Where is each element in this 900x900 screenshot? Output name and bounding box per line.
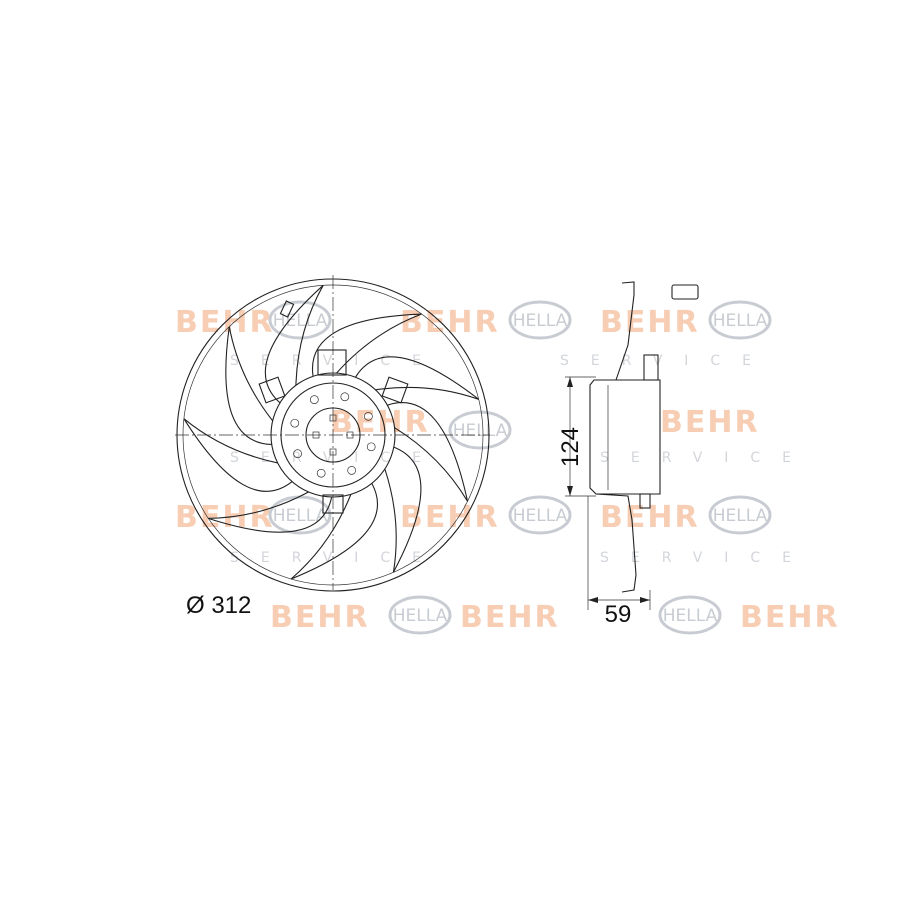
behr-watermark: BEHR	[400, 305, 500, 340]
dimension-124: 124	[557, 376, 596, 497]
service-watermark: SERVICE	[230, 550, 443, 566]
hub-hole	[309, 395, 319, 404]
hub-hole	[290, 418, 300, 428]
behr-watermark: BEHR	[460, 600, 560, 635]
fan-blade	[225, 326, 274, 445]
svg-text:HELLA: HELLA	[663, 606, 718, 626]
service-watermark: SERVICE	[560, 353, 773, 369]
svg-text:HELLA: HELLA	[713, 311, 768, 331]
motor-profile	[596, 379, 661, 495]
behr-watermark: BEHR	[270, 600, 370, 635]
service-watermark: SERVICE	[600, 550, 813, 566]
fan-blade	[354, 356, 480, 400]
motor-housing	[280, 382, 386, 488]
svg-text:HELLA: HELLA	[513, 506, 568, 526]
hub-hole	[316, 468, 326, 478]
shroud-profile	[589, 281, 637, 593]
hella-watermark: HELLA	[508, 495, 572, 535]
fan-blade	[183, 418, 293, 492]
hub-slot	[346, 431, 354, 439]
fan-blade	[387, 402, 469, 502]
hella-watermark: HELLA	[658, 595, 722, 635]
dimension-59: 59	[587, 496, 651, 628]
hella-watermark: HELLA	[708, 300, 772, 340]
behr-watermark: BEHR	[600, 500, 700, 535]
service-watermark: SERVICE	[600, 450, 813, 466]
fan-front-view	[175, 275, 490, 592]
hub-slot	[329, 448, 337, 456]
hella-watermark: HELLA	[448, 410, 512, 450]
mount-tab-left	[258, 376, 286, 404]
hub-hole	[293, 449, 302, 459]
behr-watermark: BEHR	[400, 500, 500, 535]
fan-blades	[183, 284, 480, 580]
fan-blade	[208, 491, 333, 533]
connector-housing	[317, 349, 347, 376]
wire-clip	[279, 300, 295, 318]
fan-side-view	[589, 281, 699, 593]
fan-blade	[311, 313, 422, 377]
hella-watermark: HELLA	[388, 595, 452, 635]
fan-blade	[290, 483, 378, 580]
hella-watermark: HELLA	[708, 495, 772, 535]
hub-slot	[329, 414, 337, 422]
side-connector	[643, 354, 659, 381]
hub-hole	[347, 466, 357, 475]
service-watermark: SERVICE	[230, 353, 443, 369]
plug-detail	[671, 284, 699, 300]
svg-text:HELLA: HELLA	[273, 506, 328, 526]
hella-watermark: HELLA	[508, 300, 572, 340]
mount-tab-bottom	[322, 494, 344, 514]
diameter-label: Ø 312	[186, 592, 251, 619]
depth-dimension-label: 59	[605, 601, 632, 628]
fan-blade	[264, 284, 324, 404]
svg-text:HELLA: HELLA	[513, 311, 568, 331]
side-mount	[639, 493, 651, 509]
behr-watermark: BEHR	[175, 305, 275, 340]
hub-holes	[290, 392, 376, 478]
fan-blade	[384, 446, 422, 573]
service-watermark: SERVICE	[230, 450, 443, 466]
hub-hole	[364, 411, 373, 421]
height-dimension-label: 124	[557, 427, 584, 467]
hub-slot	[312, 431, 320, 439]
behr-watermark: BEHR	[660, 405, 760, 440]
behr-watermark: BEHR	[600, 305, 700, 340]
svg-text:HELLA: HELLA	[453, 421, 508, 441]
svg-text:HELLA: HELLA	[393, 606, 448, 626]
hella-watermark: HELLA	[268, 495, 332, 535]
hub-hole	[366, 442, 376, 452]
hub-hole	[340, 392, 350, 402]
behr-watermark: BEHR	[740, 600, 840, 635]
mount-tab-right	[381, 376, 409, 404]
svg-text:HELLA: HELLA	[713, 506, 768, 526]
motor-flange	[270, 372, 396, 498]
motor-hub	[305, 407, 361, 463]
